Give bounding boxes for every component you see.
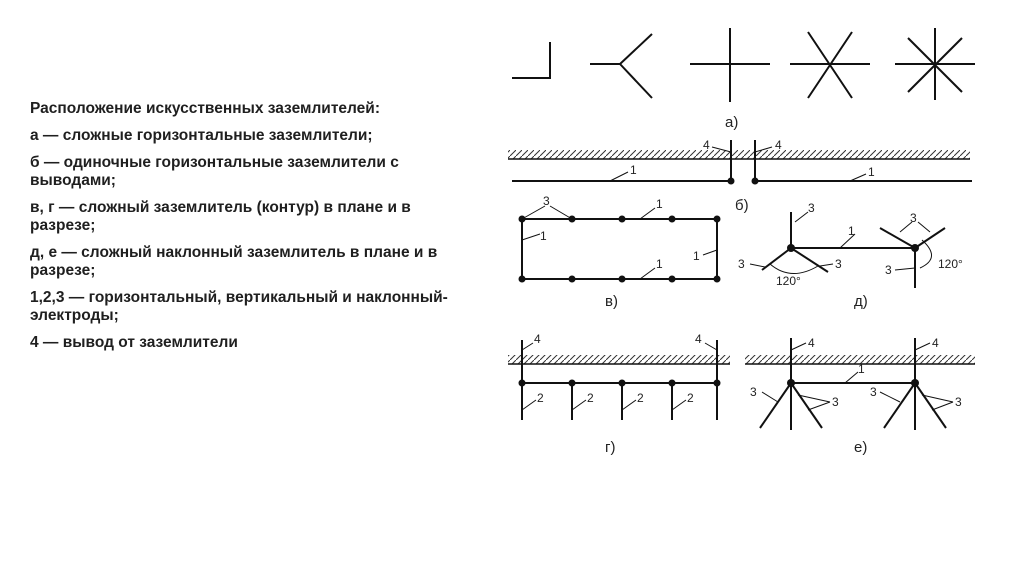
shape-corner [512, 42, 551, 79]
shape-cross [690, 28, 770, 102]
label-3-d-right-top: 3 [910, 211, 917, 225]
d-right-node [879, 221, 946, 288]
legend-item-vg: в, г — сложный заземлитель (контур) в пл… [30, 199, 411, 234]
ground-hatch-e [745, 355, 975, 364]
label-2-g-2: 2 [587, 391, 594, 405]
panel-g: 4 4 2 2 2 2 г) [508, 332, 730, 456]
legend-title: Расположение искусственных заземлителей: [30, 100, 380, 117]
panel-d: 3 1 3 3 3 3 120° 120° д) [738, 201, 963, 310]
label-2-g-4: 2 [687, 391, 694, 405]
label-1-v-bottom: 1 [656, 257, 663, 271]
caption-b: б) [735, 197, 749, 214]
caption-d: д) [854, 293, 868, 310]
label-1-b-left: 1 [630, 163, 637, 177]
label-3-d-mid: 3 [835, 257, 842, 271]
legend-item-electrodes: 1,2,3 — горизонтальный, вертикальный и н… [30, 289, 448, 324]
legend-item-a: а — сложные горизонтальные заземлители; [30, 127, 373, 144]
label-4-g-left: 4 [534, 332, 541, 346]
panel-v: 3 1 1 1 1 в) [518, 194, 721, 310]
contour-rect [521, 218, 718, 280]
label-3-e-1: 3 [750, 385, 757, 399]
label-1-b-right: 1 [868, 165, 875, 179]
label-4-e-left: 4 [808, 336, 815, 350]
legend-item-output: 4 — вывод от заземлители [30, 334, 238, 351]
label-1-e: 1 [858, 362, 865, 376]
d-left-node [761, 212, 829, 274]
label-3-d-top: 3 [808, 201, 815, 215]
label-1-v-right: 1 [693, 249, 700, 263]
label-1-d: 1 [848, 224, 855, 238]
label-2-g-1: 2 [537, 391, 544, 405]
caption-g: г) [605, 439, 615, 456]
label-4-b-left: 4 [703, 138, 710, 152]
label-1-v-left: 1 [540, 229, 547, 243]
grounding-diagram: а) 4 4 1 1 б) 3 1 1 1 [508, 28, 975, 456]
angle-d-right: 120° [938, 257, 963, 271]
shape-three-ray [590, 33, 653, 99]
shape-eight-ray [895, 28, 975, 100]
label-2-g-3: 2 [637, 391, 644, 405]
shape-six-ray [790, 31, 870, 99]
label-3-v: 3 [543, 194, 550, 208]
legend-panel: Расположение искусственных заземлителей:… [30, 100, 460, 361]
legend-item-b: б — одиночные горизонтальные заземлители… [30, 154, 399, 189]
label-3-d-right: 3 [885, 263, 892, 277]
panel-e: 4 4 1 3 3 3 3 е) [745, 336, 975, 456]
label-3-d-left: 3 [738, 257, 745, 271]
caption-v: в) [605, 293, 618, 310]
angle-d-left: 120° [776, 274, 801, 288]
panel-b: 4 4 1 1 б) [508, 138, 972, 214]
label-1-v-top: 1 [656, 197, 663, 211]
label-3-e-2: 3 [832, 395, 839, 409]
ground-hatch-g [508, 355, 730, 364]
label-4-b-right: 4 [775, 138, 782, 152]
caption-a: а) [725, 114, 738, 131]
legend-item-de: д, е — сложный наклонный заземлитель в п… [30, 244, 438, 279]
label-3-e-3: 3 [870, 385, 877, 399]
ground-hatch-b [508, 150, 970, 159]
label-4-e-right: 4 [932, 336, 939, 350]
panel-a-shapes: а) [512, 28, 975, 131]
label-3-e-4: 3 [955, 395, 962, 409]
label-4-g-right: 4 [695, 332, 702, 346]
caption-e: е) [854, 439, 867, 456]
